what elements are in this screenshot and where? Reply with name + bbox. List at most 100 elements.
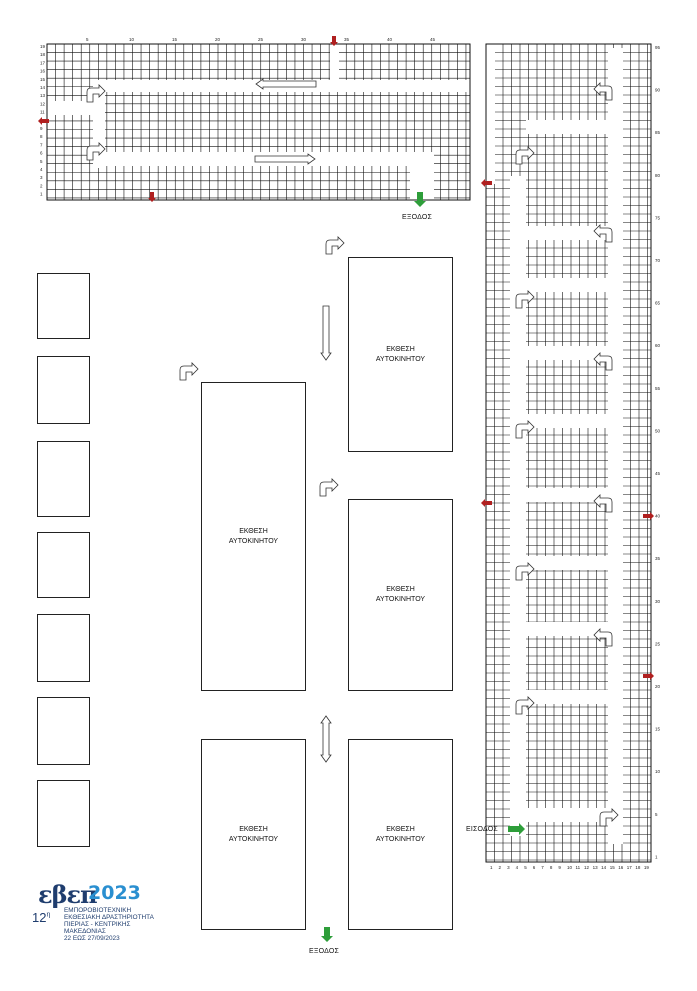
right-turn-l4	[515, 696, 535, 715]
right-col-tick-16: 16	[618, 865, 624, 870]
logo-edition: 12η	[32, 910, 50, 925]
right-turn-l1	[515, 290, 535, 309]
aisle-turn-3	[319, 478, 339, 497]
hall-d: ΕΚΘΕΣΗ ΑΥΤΟΚΙΝΗΤΟΥ	[201, 739, 306, 930]
right-turn-r1	[593, 224, 613, 243]
hall-a-line2: ΑΥΤΟΚΙΝΗΤΟΥ	[375, 355, 426, 363]
hall-c-line2: ΑΥΤΟΚΙΝΗΤΟΥ	[375, 596, 426, 603]
right-row-tick-25: 25	[655, 641, 661, 646]
top-row-tick-11: 11	[40, 110, 45, 115]
top-row-tick-7: 7	[40, 142, 43, 147]
right-lane-2	[526, 278, 608, 292]
right-main-aisle	[608, 48, 623, 844]
right-turn-r2	[593, 352, 613, 371]
hall-e: ΕΚΘΕΣΗ ΑΥΤΟΚΙΝΗΤΟΥ	[348, 739, 453, 930]
booth-5	[37, 614, 90, 682]
top-row-tick-6: 6	[40, 151, 43, 156]
right-turn-entry	[599, 808, 619, 827]
top-row-tick-8: 8	[40, 134, 43, 139]
booth-7	[37, 780, 90, 847]
hall-e-line1: ΕΚΘΕΣΗ	[386, 825, 415, 833]
aisle-turn-2	[179, 362, 199, 381]
top-col-tick-5: 5	[86, 37, 89, 42]
top-row-tick-12: 12	[40, 101, 46, 106]
top-row-tick-19: 19	[40, 44, 46, 49]
exit-arrow-bottom	[321, 927, 333, 942]
right-col-tick-13: 13	[593, 865, 599, 870]
right-col-tick-19: 19	[644, 865, 650, 870]
logo-line5: 22 ΕΩΣ 27/09/2023	[64, 935, 120, 942]
right-row-tick-55: 55	[655, 386, 661, 391]
hall-a-line1: ΕΚΘΕΣΗ	[386, 345, 415, 353]
hall-d-line2: ΑΥΤΟΚΙΝΗΤΟΥ	[228, 835, 279, 843]
right-row-tick-65: 65	[655, 301, 661, 306]
right-row-tick-30: 30	[655, 599, 661, 604]
top-row-tick-1: 1	[40, 192, 43, 197]
top-row-tick-5: 5	[40, 159, 43, 164]
exit-arrow-top	[414, 192, 426, 207]
top-row-tick-2: 2	[40, 183, 43, 188]
right-row-tick-1: 1	[655, 854, 658, 859]
top-row-tick-13: 13	[40, 93, 46, 98]
booth-1	[37, 273, 90, 339]
right-row-tick-75: 75	[655, 215, 661, 220]
right-lane-8	[526, 690, 608, 704]
top-row-tick-17: 17	[40, 60, 46, 65]
right-row-tick-20: 20	[655, 684, 661, 689]
right-turn-l3	[515, 562, 535, 581]
top-turn-1	[86, 84, 106, 103]
right-turn-r0	[593, 82, 613, 101]
right-lane-1	[526, 226, 608, 240]
right-row-tick-35: 35	[655, 556, 661, 561]
right-row-tick-70: 70	[655, 258, 661, 263]
top-grid-border	[46, 43, 471, 201]
top-aisle-left	[47, 101, 93, 115]
top-col-tick-35: 35	[344, 37, 350, 42]
logo-word: εβεπ	[38, 880, 98, 909]
entrance-label: ΕΙΣΟΔΟΣ	[466, 826, 498, 833]
top-row-tick-4: 4	[40, 167, 43, 172]
right-col-tick-11: 11	[576, 865, 581, 870]
aisle-arrow-down	[320, 305, 332, 361]
right-col-tick-9: 9	[558, 865, 561, 870]
top-parking-grid	[46, 43, 470, 200]
hall-d-line1: ΕΚΘΕΣΗ	[239, 825, 268, 833]
right-lane-6	[526, 556, 608, 570]
right-col-tick-17: 17	[627, 865, 633, 870]
aisle-arrow-both	[320, 715, 332, 763]
expo-logo: εβεπ 2023 12η ΕΜΠΟΡΟΒΙΟΤΕΧΝΙΚΗ ΕΚΘΕΣΙΑΚΗ…	[32, 880, 202, 950]
right-lane-4	[526, 414, 608, 428]
booth-2	[37, 356, 90, 424]
booth-3	[37, 441, 90, 517]
right-col-tick-3: 3	[507, 865, 510, 870]
logo-year: 2023	[88, 882, 141, 904]
right-row-tick-85: 85	[655, 130, 661, 135]
top-arrow-right	[254, 153, 316, 165]
right-row-tick-15: 15	[655, 727, 661, 732]
right-col-tick-5: 5	[524, 865, 527, 870]
hall-b-line2: ΑΥΤΟΚΙΝΗΤΟΥ	[228, 537, 279, 545]
red-arrow-top-up	[330, 36, 338, 46]
right-col-tick-12: 12	[584, 865, 590, 870]
right-lane-7	[526, 622, 608, 636]
right-top-strip	[486, 44, 495, 184]
hall-e-line2: ΑΥΤΟΚΙΝΗΤΟΥ	[375, 835, 426, 843]
top-col-tick-45: 45	[430, 37, 436, 42]
right-row-tick-95: 95	[655, 45, 661, 50]
booth-6	[37, 697, 90, 765]
logo-line4: ΜΑΚΕΔΟΝΙΑΣ	[64, 928, 106, 935]
right-col-tick-14: 14	[601, 865, 607, 870]
right-row-tick-10: 10	[655, 769, 661, 774]
right-left-aisle	[510, 176, 526, 836]
red-arrow-right-1	[481, 179, 492, 187]
top-row-tick-9: 9	[40, 126, 43, 131]
logo-line3: ΠΙΕΡΙΑΣ - ΚΕΝΤΡΙΚΗΣ	[64, 921, 131, 928]
right-row-tick-60: 60	[655, 343, 661, 348]
logo-line2: ΕΚΘΕΣΙΑΚΗ ΔΡΑΣΤΗΡΙΟΤΗΤΑ	[64, 914, 154, 921]
hall-a: ΕΚΘΕΣΗ ΑΥΤΟΚΙΝΗΤΟΥ	[348, 257, 453, 452]
top-gap	[330, 44, 339, 80]
hall-c-line1: ΕΚΘΕΣΗ	[386, 586, 415, 593]
entrance-arrow	[508, 823, 525, 835]
right-turn-l0	[515, 146, 535, 165]
